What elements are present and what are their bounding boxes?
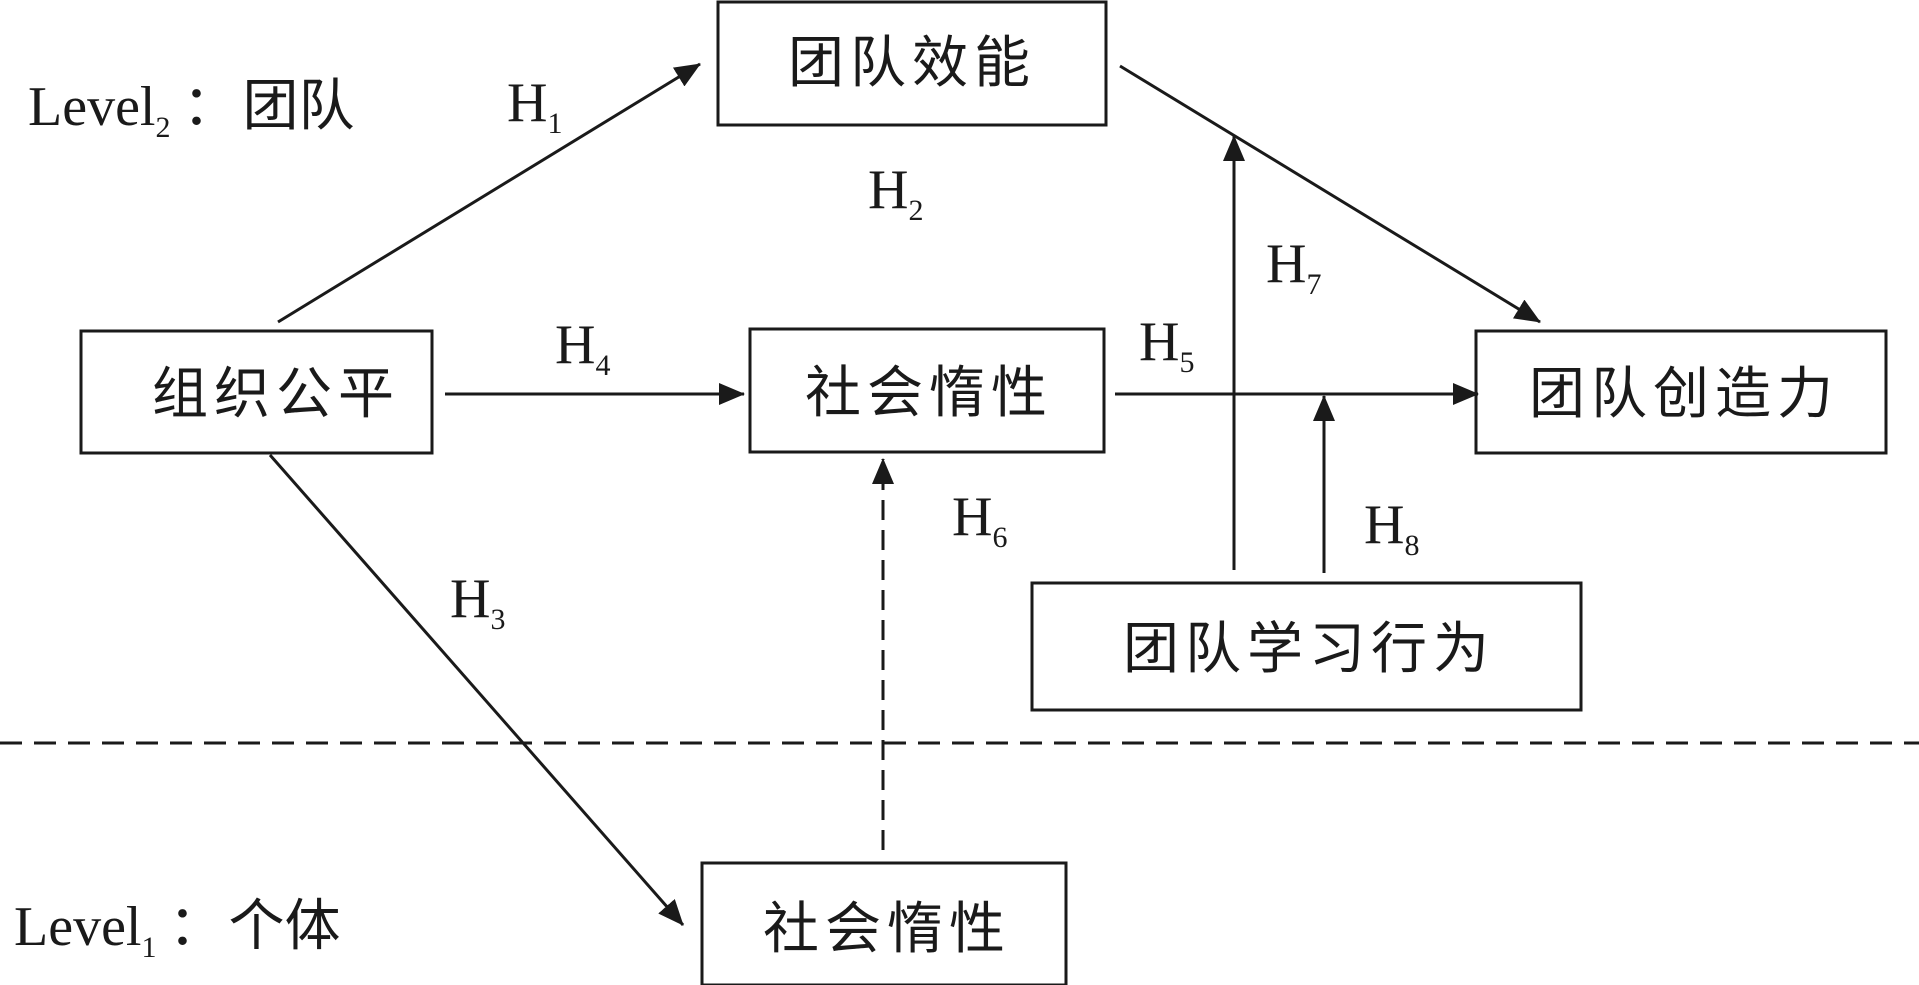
arrow-h1	[277, 62, 701, 324]
node-team-efficacy-label: 团队效能	[788, 31, 1036, 96]
node-team-learning: 团队学习行为	[1030, 581, 1583, 712]
arrow-h3	[268, 454, 685, 926]
node-social-loafing-individual-label: 社会惰性	[763, 897, 1011, 962]
node-team-creativity-label: 团队创造力	[1529, 362, 1839, 427]
label-h2: H2	[868, 159, 923, 227]
node-team-efficacy: 团队效能	[716, 0, 1108, 127]
node-social-loafing-team-label: 社会惰性	[805, 361, 1053, 426]
level-2-label: Level2：团队	[28, 74, 354, 144]
label-h4: H4	[555, 314, 610, 382]
label-h1: H1	[507, 72, 562, 140]
arrow-h2	[1119, 64, 1541, 324]
level-1-label: Level1：个体	[14, 894, 340, 964]
node-team-learning-label: 团队学习行为	[1123, 617, 1495, 682]
node-team-creativity: 团队创造力	[1474, 329, 1888, 455]
label-h6: H6	[952, 486, 1007, 554]
node-social-loafing-individual: 社会惰性	[700, 861, 1068, 985]
label-h5: H5	[1139, 311, 1194, 379]
node-org-justice: 组织公平	[79, 329, 434, 455]
node-social-loafing-team: 社会惰性	[748, 327, 1106, 454]
label-h8: H8	[1364, 494, 1419, 562]
label-h7: H7	[1266, 233, 1321, 301]
label-h3: H3	[450, 568, 505, 636]
node-org-justice-label: 组织公平	[152, 362, 400, 427]
